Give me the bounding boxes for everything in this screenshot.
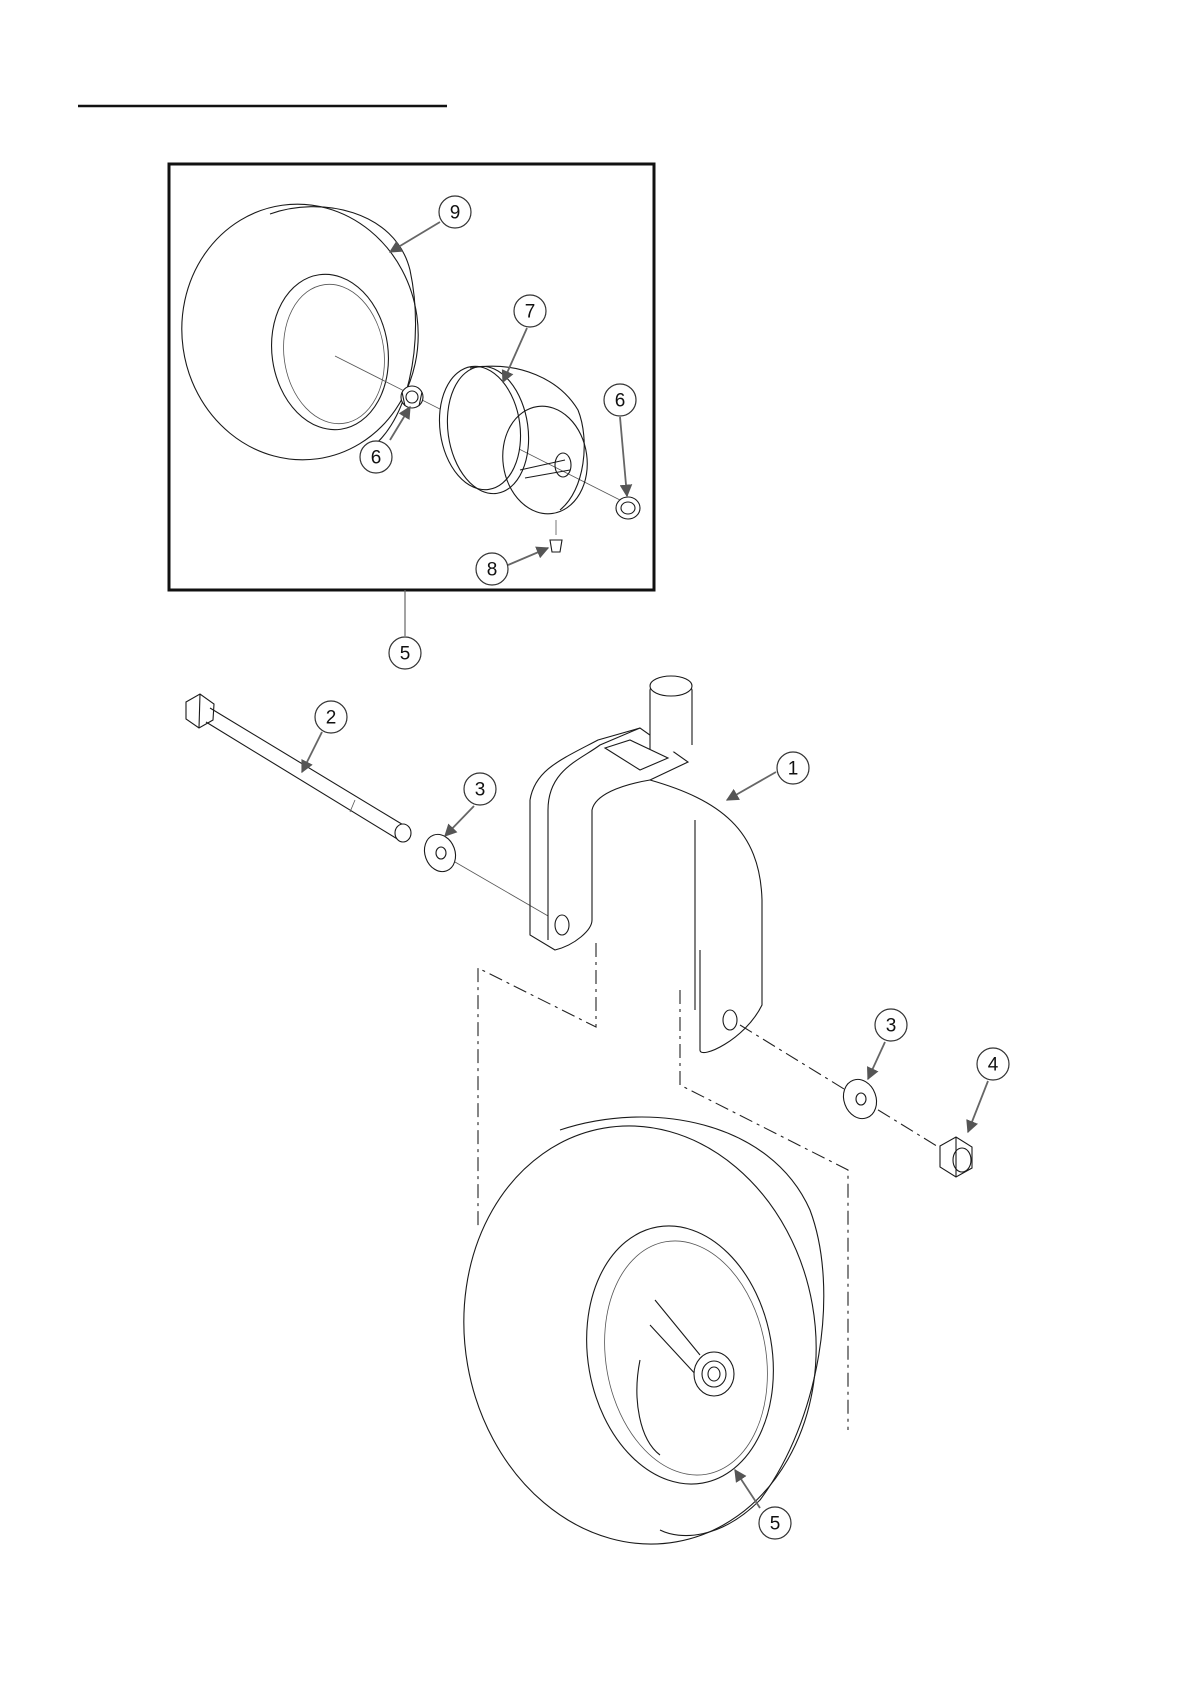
callout-3-washer-right: 3 [875, 1009, 907, 1041]
callout-6-bearing-right: 6 [604, 384, 636, 416]
callout-5-wheel-assembly-inset: 5 [389, 637, 421, 669]
svg-text:6: 6 [615, 391, 626, 412]
svg-text:6: 6 [371, 448, 382, 469]
axis-line-right [740, 1025, 940, 1148]
svg-text:3: 3 [886, 1016, 897, 1037]
inset-rim [432, 361, 594, 519]
callout-2-axle-bolt: 2 [315, 701, 347, 733]
svg-text:9: 9 [450, 203, 461, 224]
callout-3-washer-left: 3 [464, 773, 496, 805]
callout-1-caster-fork: 1 [777, 752, 809, 784]
inset-valve-stem [550, 520, 562, 552]
svg-text:3: 3 [475, 780, 486, 801]
svg-text:4: 4 [988, 1055, 999, 1076]
inset-bearing-right [616, 497, 640, 519]
callout-6-bearing-left: 6 [360, 441, 392, 473]
axis-line-left [455, 862, 555, 920]
lock-nut [940, 1137, 972, 1177]
svg-text:8: 8 [487, 560, 498, 581]
wheel-assembly [431, 1098, 849, 1572]
svg-text:5: 5 [770, 1514, 781, 1535]
washer-left [419, 830, 460, 876]
inset-bearing-left [401, 386, 423, 408]
callout-8-valve-stem: 8 [476, 553, 508, 585]
callout-7-rim: 7 [514, 295, 546, 327]
axle-bolt [186, 694, 411, 842]
svg-text:2: 2 [326, 708, 337, 729]
svg-text:5: 5 [400, 644, 411, 665]
callout-9-inset-tire: 9 [439, 196, 471, 228]
svg-text:7: 7 [525, 302, 536, 323]
callout-4-lock-nut: 4 [977, 1048, 1009, 1080]
svg-text:1: 1 [788, 759, 799, 780]
washer-right [838, 1075, 882, 1124]
callout-5-wheel-assembly: 5 [759, 1507, 791, 1539]
caster-fork [530, 676, 762, 1053]
